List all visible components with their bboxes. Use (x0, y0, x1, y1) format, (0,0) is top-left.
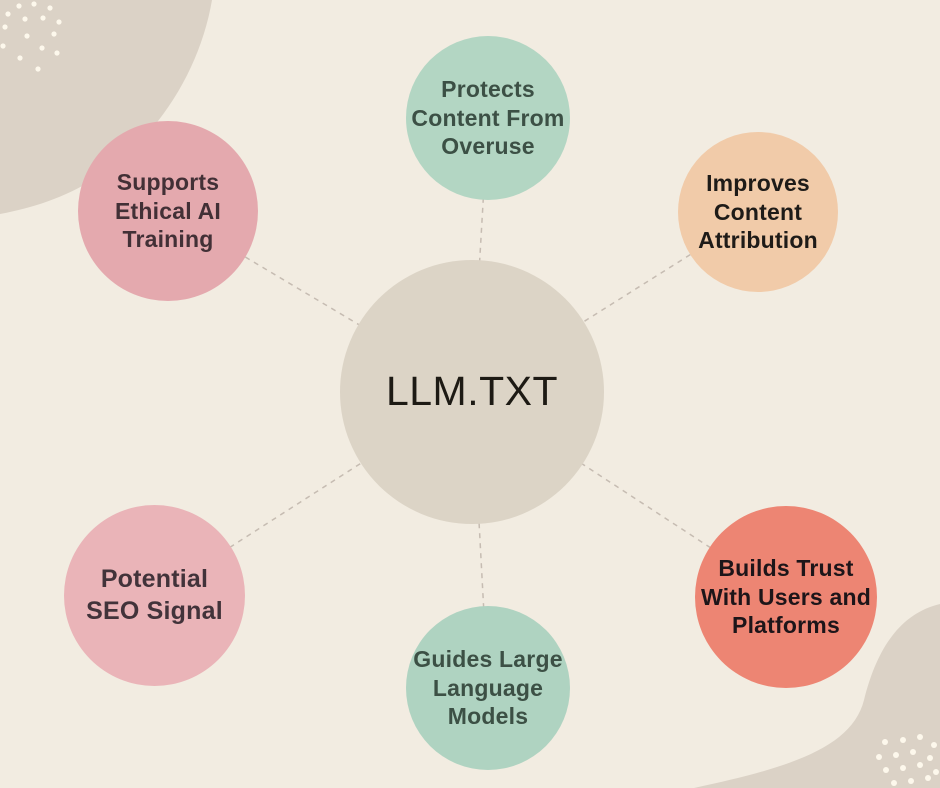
node-protects-content-from-overuse: Protects Content From Overuse (406, 36, 570, 200)
node-label-line: With Users and (700, 583, 871, 610)
node-improves-content-attribution: Improves Content Attribution (678, 132, 838, 292)
node-label-line: SEO Signal (86, 596, 223, 625)
node-label-line: Builds Trust (718, 554, 854, 581)
corner-blob-bottom-right (694, 604, 940, 788)
node-label-line: Language (432, 674, 544, 701)
decorative-dots-top-left (0, 1, 62, 72)
node-guides-large-language-models: Guides Large Language Models (406, 606, 570, 770)
node-label-line: Training (122, 226, 214, 253)
node-potential-seo-signal: Potential SEO Signal (64, 505, 245, 686)
node-label-line: Models (447, 703, 529, 730)
node-label-line: Content (713, 198, 803, 225)
node-label-line: Guides Large (413, 645, 563, 672)
node-label-line: Attribution (698, 227, 818, 254)
corner-blob-top-left (0, 0, 212, 214)
node-label-line: Content From (411, 104, 565, 131)
node-label-line: Overuse (441, 133, 535, 160)
node-label-line: Protects (441, 75, 535, 102)
center-node-llm-txt: LLM.TXT (340, 260, 604, 524)
node-supports-ethical-ai-training: Supports Ethical AI Training (78, 121, 258, 301)
center-node-label: LLM.TXT (385, 368, 559, 415)
node-label-line: Platforms (732, 612, 840, 639)
node-label-line: Improves (706, 169, 810, 196)
node-label-line: Potential (100, 565, 209, 593)
node-builds-trust-with-users-and-platforms: Builds Trust With Users and Platforms (695, 506, 877, 688)
node-label-line: Ethical AI (115, 197, 221, 224)
node-label-line: Supports (116, 168, 220, 195)
decorative-dots-bottom-right (876, 734, 939, 786)
